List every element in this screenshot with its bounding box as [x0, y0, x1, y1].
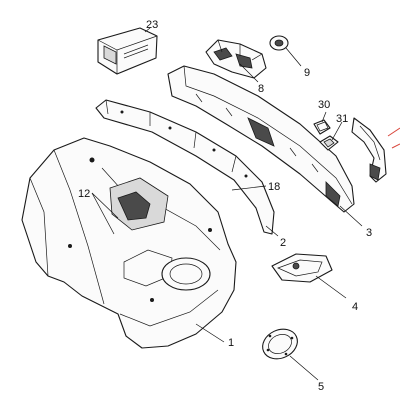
callout-18: 18 — [268, 181, 280, 193]
callout-23: 23 — [146, 19, 158, 31]
part-9-grommet[interactable] — [269, 35, 289, 51]
part-8-bracket[interactable] — [205, 39, 267, 79]
part-30-clip[interactable] — [313, 119, 331, 135]
leader-lines — [91, 27, 363, 381]
callout-1: 1 — [228, 337, 234, 349]
part-2-trim-strip[interactable] — [95, 99, 275, 235]
part-5-ring[interactable] — [258, 324, 302, 365]
callout-4: 4 — [352, 301, 358, 313]
part-3-side-rail[interactable] — [167, 65, 355, 213]
callout-3: 3 — [366, 227, 372, 239]
part-31-clip[interactable] — [319, 135, 339, 151]
rear-handle-bracket[interactable] — [351, 117, 400, 183]
part-1-rear-fender[interactable] — [21, 137, 237, 349]
callout-12: 12 — [78, 188, 90, 200]
callout-30: 30 — [318, 99, 330, 111]
callout-5: 5 — [318, 381, 324, 393]
callout-8: 8 — [258, 83, 264, 95]
part-23-cover[interactable] — [97, 27, 158, 75]
callout-9: 9 — [304, 67, 310, 79]
callout-31: 31 — [336, 113, 348, 125]
callout-2: 2 — [280, 237, 286, 249]
part-4-lid[interactable] — [271, 253, 333, 283]
